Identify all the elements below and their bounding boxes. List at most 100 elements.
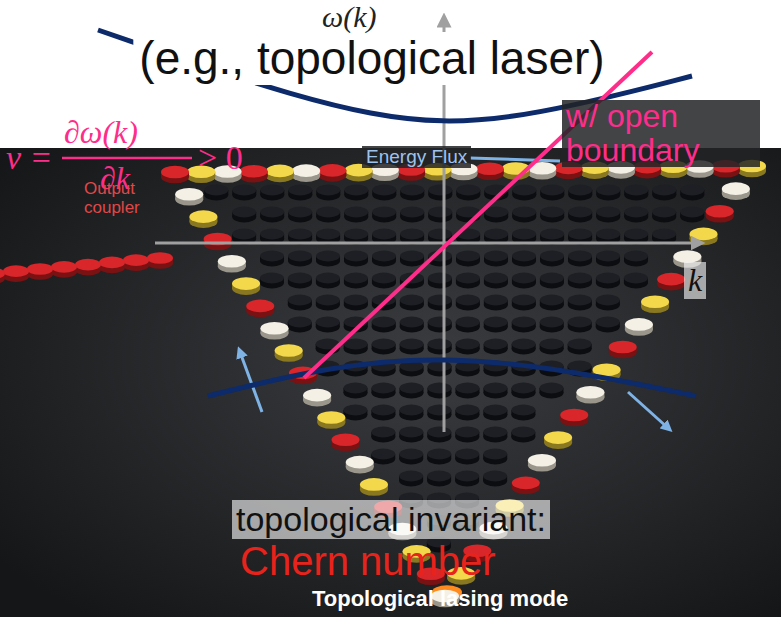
resonator-disc xyxy=(456,273,480,289)
resonator-disc xyxy=(624,251,648,267)
photo-caption: Topological lasing mode xyxy=(312,586,568,611)
resonator-disc xyxy=(292,164,320,182)
resonator-disc xyxy=(344,339,368,355)
resonator-disc xyxy=(427,427,451,443)
resonator-disc xyxy=(657,273,685,291)
resonator-disc xyxy=(27,263,53,280)
resonator-disc xyxy=(232,277,260,295)
velocity-inequality: > 0 xyxy=(198,138,243,177)
resonator-disc xyxy=(232,207,256,223)
resonator-disc xyxy=(275,344,303,362)
invariant-name: Chern number xyxy=(240,538,496,584)
resonator-disc xyxy=(260,207,284,223)
lower-band xyxy=(208,360,696,396)
resonator-disc xyxy=(343,405,367,421)
resonator-disc xyxy=(288,185,312,201)
resonator-disc xyxy=(596,185,620,201)
resonator-disc xyxy=(512,295,536,311)
velocity-numerator: ∂ω(k) xyxy=(64,114,138,151)
resonator-disc xyxy=(484,295,508,311)
resonator-disc xyxy=(625,318,653,336)
resonator-disc xyxy=(371,449,395,465)
resonator-disc xyxy=(400,295,424,311)
resonator-disc xyxy=(344,295,368,311)
resonator-disc xyxy=(511,383,535,399)
resonator-disc xyxy=(680,207,704,223)
resonator-disc xyxy=(123,254,149,271)
resonator-disc xyxy=(288,207,312,223)
resonator-disc xyxy=(400,185,424,201)
resonator-disc xyxy=(346,456,374,474)
resonator-disc xyxy=(456,295,480,311)
resonator-disc xyxy=(476,162,504,180)
resonator-disc xyxy=(316,317,340,333)
resonator-disc xyxy=(456,251,480,267)
resonator-disc xyxy=(456,185,480,201)
resonator-disc xyxy=(568,251,592,267)
photo-label: Energy Flux xyxy=(362,146,471,168)
resonator-disc xyxy=(399,471,423,487)
resonator-disc xyxy=(483,449,507,465)
resonator-disc xyxy=(266,165,294,183)
resonator-disc xyxy=(372,207,396,223)
resonator-disc xyxy=(316,185,340,201)
resonator-disc xyxy=(360,478,388,496)
resonator-disc xyxy=(484,273,508,289)
invariant-label: topological invariant: xyxy=(232,500,550,539)
resonator-disc xyxy=(260,273,284,289)
boundary-note: w/ open boundary xyxy=(562,100,760,167)
resonator-disc xyxy=(260,322,288,340)
photo-background xyxy=(0,148,781,617)
resonator-disc xyxy=(204,233,232,251)
resonator-disc xyxy=(260,185,284,201)
resonator-disc xyxy=(175,188,203,206)
resonator-disc xyxy=(560,409,588,427)
resonator-disc xyxy=(372,317,396,333)
resonator-disc xyxy=(318,164,346,182)
resonator-disc xyxy=(400,207,424,223)
resonator-disc xyxy=(428,339,452,355)
resonator-disc xyxy=(484,339,508,355)
resonator-disc xyxy=(99,257,125,274)
resonator-disc xyxy=(0,268,5,285)
resonator-disc xyxy=(652,207,676,223)
resonator-disc xyxy=(316,273,340,289)
resonator-disc xyxy=(316,251,340,267)
resonator-disc xyxy=(568,339,592,355)
resonator-disc xyxy=(400,251,424,267)
resonator-disc xyxy=(455,383,479,399)
axis-label: ω(k) xyxy=(318,0,380,35)
resonator-disc xyxy=(512,477,540,495)
resonator-disc xyxy=(568,185,592,201)
resonator-disc xyxy=(483,383,507,399)
resonator-disc xyxy=(399,449,423,465)
resonator-disc xyxy=(428,361,452,377)
resonator-disc xyxy=(512,251,536,267)
resonator-disc xyxy=(147,252,173,269)
resonator-disc xyxy=(512,339,536,355)
resonator-disc xyxy=(372,185,396,201)
resonator-disc xyxy=(344,273,368,289)
resonator-disc xyxy=(428,317,452,333)
resonator-disc xyxy=(484,207,508,223)
resonator-disc xyxy=(344,251,368,267)
axis-label: k xyxy=(684,262,706,299)
band-curves xyxy=(98,30,696,396)
photo-label: Output coupler xyxy=(84,180,164,217)
resonator-disc xyxy=(161,166,189,184)
resonator-disc xyxy=(483,471,507,487)
resonator-disc xyxy=(189,210,217,228)
resonator-disc xyxy=(371,427,395,443)
resonator-disc xyxy=(400,339,424,355)
resonator-disc xyxy=(609,341,637,359)
resonator-disc xyxy=(455,405,479,421)
resonator-disc xyxy=(511,405,535,421)
resonator-disc xyxy=(512,185,536,201)
resonator-disc xyxy=(641,295,669,313)
resonator-disc xyxy=(427,471,451,487)
resonator-disc xyxy=(528,454,556,472)
resonator-disc xyxy=(652,185,676,201)
resonator-disc xyxy=(624,207,648,223)
resonator-disc xyxy=(596,207,620,223)
resonator-disc xyxy=(399,427,423,443)
